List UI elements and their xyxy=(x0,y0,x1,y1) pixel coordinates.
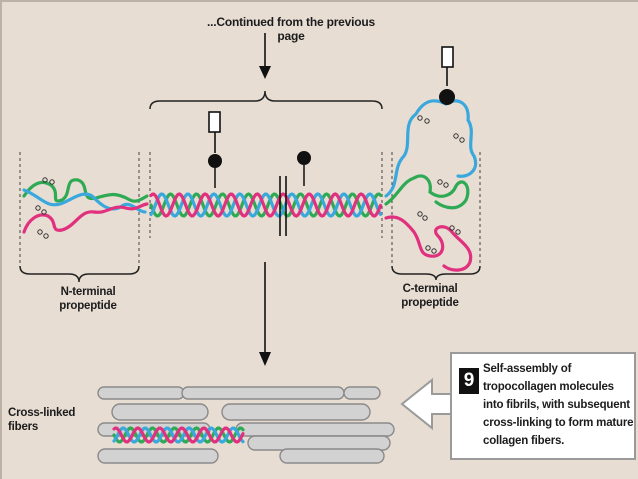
c-terminal-brace xyxy=(391,265,481,281)
fiber-rod xyxy=(343,386,381,400)
helix-strand xyxy=(149,192,383,218)
fiber-rod xyxy=(181,386,345,400)
step-description: Self-assembly of tropocollagen molecules… xyxy=(483,363,634,447)
fiber-rod xyxy=(111,403,209,421)
fiber-rod xyxy=(221,403,371,421)
continued-label: ...Continued from the previous page xyxy=(206,15,375,43)
sugar-square-icon xyxy=(441,46,454,86)
fiber-rod xyxy=(97,448,219,464)
disulfide-bond-icon xyxy=(417,115,465,254)
fiber-rod xyxy=(247,435,391,451)
n-terminal-brace xyxy=(19,265,140,283)
arrow-down-icon xyxy=(259,33,271,79)
fiber-bundle xyxy=(97,386,395,464)
arrow-down-icon xyxy=(259,262,271,366)
cross-linked-label: Cross-linked fibers xyxy=(8,407,76,433)
sugar-ball-icon xyxy=(208,154,222,188)
fiber-rod xyxy=(279,448,385,464)
disulfide-bond-icon xyxy=(35,177,55,239)
fiber-rod xyxy=(97,386,185,400)
sugar-ball-icon xyxy=(439,89,455,105)
sugar-ball-icon xyxy=(297,151,311,186)
helix-strand xyxy=(112,426,245,444)
c-terminal-label: C-terminal propeptide xyxy=(401,283,459,309)
top-brace xyxy=(149,90,383,110)
helix-strand xyxy=(112,426,245,444)
step-number-badge: 9 xyxy=(459,368,479,394)
central-triple-helix xyxy=(149,192,383,218)
n-terminal-label: N-terminal propeptide xyxy=(59,286,117,312)
helix-strand xyxy=(149,192,383,218)
step-callout: 9 Self-assembly of tropocollagen molecul… xyxy=(450,352,636,460)
cleavage-marks xyxy=(279,176,287,236)
sugar-square-icon xyxy=(208,111,221,153)
n-terminal-propeptide xyxy=(22,178,149,234)
fiber-triple-helix xyxy=(112,426,245,444)
fiber-rod xyxy=(235,422,395,437)
